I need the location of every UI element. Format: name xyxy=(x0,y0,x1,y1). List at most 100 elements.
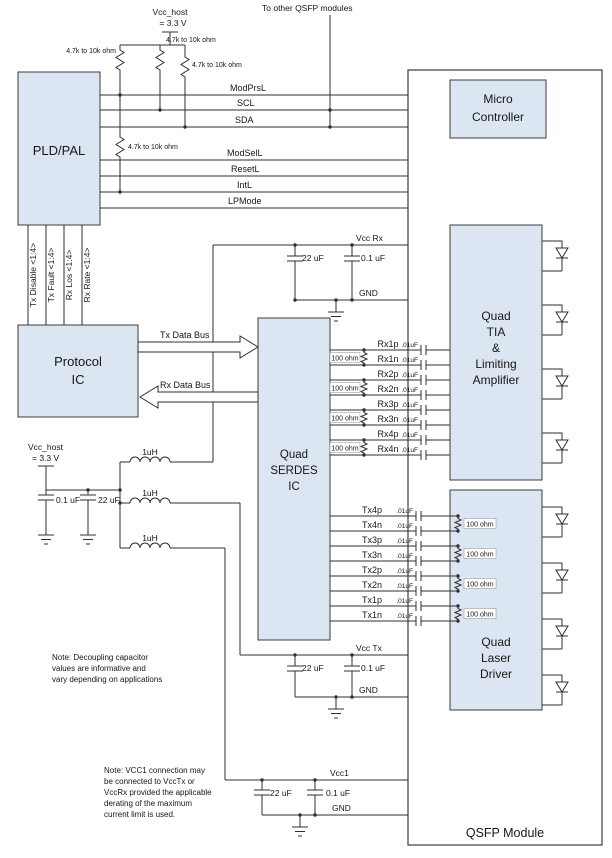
vcc-host-top-label: Vcc_host xyxy=(153,7,189,17)
rx-signal-label: Rx1p xyxy=(377,339,398,349)
protocol-ic-label: IC xyxy=(72,372,85,387)
coupling-cap-label: .01uF xyxy=(396,553,413,560)
pullup-value-label: 4.7k to 10k ohm xyxy=(66,48,116,55)
cap-value-label: 22 uF xyxy=(270,788,292,798)
decoupling-note-line: values are informative and xyxy=(52,664,146,673)
decoupling-capacitor-symbol xyxy=(343,665,361,672)
pullup-network-wires xyxy=(119,15,331,192)
termination-label-box xyxy=(463,548,497,559)
decoupling-note-line: Note: Decoupling capacitor xyxy=(52,653,148,662)
control-signal-label: ModSelL xyxy=(227,148,263,158)
decoupling-capacitor-symbol xyxy=(253,789,271,796)
pld-pal-block xyxy=(17,71,101,226)
tia-label: & xyxy=(492,341,500,355)
status-signal-label: Rx Rate <1:4> xyxy=(82,248,92,303)
vcc1-wires xyxy=(225,779,408,827)
inductor-symbol xyxy=(129,497,171,504)
control-signal-label: SCL xyxy=(237,98,255,108)
tx-signal-label: Tx3n xyxy=(362,550,382,560)
serdes-label: IC xyxy=(288,481,300,493)
cap-value-label: 0.1 uF xyxy=(361,663,385,673)
termination-label-box xyxy=(463,518,497,529)
laser-driver-label: Laser xyxy=(481,651,511,665)
status-signal-label: Rx Los <1:4> xyxy=(64,250,74,301)
coupling-cap-label: .01uF xyxy=(401,447,418,454)
cap-value-label: 22 uF xyxy=(302,663,324,673)
laser-diode-wires xyxy=(542,506,563,706)
cap-value-label: 0.1 uF xyxy=(361,253,385,263)
gnd-label: GND xyxy=(359,288,378,298)
to-other-modules-label: To other QSFP modules xyxy=(262,3,353,13)
decoupling-note-line: vary depending on applications xyxy=(52,675,162,684)
termination-label-box xyxy=(463,578,497,589)
termination-label: 100 ohm xyxy=(331,356,358,363)
vcc-rx-label: Vcc Rx xyxy=(356,233,384,243)
qsfp-module-label: QSFP Module xyxy=(466,826,544,840)
tx-signal-label: Tx1p xyxy=(362,595,382,605)
ground-symbol xyxy=(79,534,97,545)
rx-diff-wires xyxy=(330,349,450,456)
termination-label: 100 ohm xyxy=(331,386,358,393)
micro-controller-label: Controller xyxy=(472,110,524,124)
photodiode-wires xyxy=(542,240,563,464)
pullup-value-label: 4.7k to 10k ohm xyxy=(166,37,216,44)
status-signal-label: Tx Disable <1:4> xyxy=(28,243,38,307)
tx-signal-label: Tx2n xyxy=(362,580,382,590)
termination-label: 100 ohm xyxy=(331,446,358,453)
pullup-resistor-symbol xyxy=(180,51,190,83)
control-signal-label: LPMode xyxy=(228,196,262,206)
control-signal-label: ModPrsL xyxy=(230,83,266,93)
coupling-cap-label: .01uF xyxy=(396,508,413,515)
pullup-resistor-symbol xyxy=(115,44,125,76)
vcc-host-left-value: = 3.3 V xyxy=(32,453,60,463)
inductor-symbol xyxy=(129,542,171,549)
termination-label-box xyxy=(463,608,497,619)
quad-tia-block xyxy=(449,224,543,481)
serdes-label: SERDES xyxy=(270,465,318,477)
status-bus-wires xyxy=(27,225,83,325)
inductor-value-label: 1uH xyxy=(142,488,158,498)
vcc1-note-line: VccRx provided the applicable xyxy=(104,788,212,797)
cap-value-label: 22 uF xyxy=(98,495,120,505)
rx-data-bus-arrow xyxy=(139,385,259,409)
coupling-cap-label: .01uF xyxy=(396,538,413,545)
termination-label-box xyxy=(329,382,361,393)
rx-signal-label: Rx2n xyxy=(377,384,398,394)
coupling-cap-label: .01uF xyxy=(401,342,418,349)
gnd-label: GND xyxy=(359,685,378,695)
control-signal-wires xyxy=(100,94,408,209)
tx-signal-label: Tx2p xyxy=(362,565,382,575)
control-signal-label: SDA xyxy=(235,115,254,125)
decoupling-capacitor-symbol xyxy=(286,255,304,262)
pullup-value-label: 4.7k to 10k ohm xyxy=(128,144,178,151)
inductor-value-label: 1uH xyxy=(142,533,158,543)
rx-signal-label: Rx1n xyxy=(377,354,398,364)
termination-label: 100 ohm xyxy=(466,612,493,619)
rx-signal-label: Rx2p xyxy=(377,369,398,379)
coupling-cap-label: .01uF xyxy=(401,387,418,394)
tx-signal-label: Tx4p xyxy=(362,505,382,515)
vcc1-label: Vcc1 xyxy=(330,768,349,778)
micro-controller-label: Micro xyxy=(483,92,513,106)
control-signal-label: IntL xyxy=(237,180,252,190)
junction-dots xyxy=(86,93,460,817)
ground-symbol xyxy=(291,826,309,837)
control-signal-label: ResetL xyxy=(231,164,260,174)
rx-signal-label: Rx4p xyxy=(377,429,398,439)
vcc1-note-line: Note: VCC1 connection may xyxy=(104,766,205,775)
decoupling-capacitor-symbol xyxy=(343,255,361,262)
tx-signal-label: Tx4n xyxy=(362,520,382,530)
vcc-tx-label: Vcc Tx xyxy=(356,643,383,653)
coupling-cap-label: .01uF xyxy=(401,432,418,439)
serdes-ic-block xyxy=(257,317,331,641)
rx-signal-label: Rx3p xyxy=(377,399,398,409)
decoupling-capacitor-symbol xyxy=(286,665,304,672)
termination-label: 100 ohm xyxy=(466,582,493,589)
vcc-host-top-value: = 3.3 V xyxy=(159,18,187,28)
tia-label: Amplifier xyxy=(473,373,520,387)
pullup-resistor-symbol xyxy=(155,44,165,76)
termination-label: 100 ohm xyxy=(466,552,493,559)
rx-signal-label: Rx4n xyxy=(377,444,398,454)
status-signal-label: Tx Fault <1:4> xyxy=(46,248,56,303)
